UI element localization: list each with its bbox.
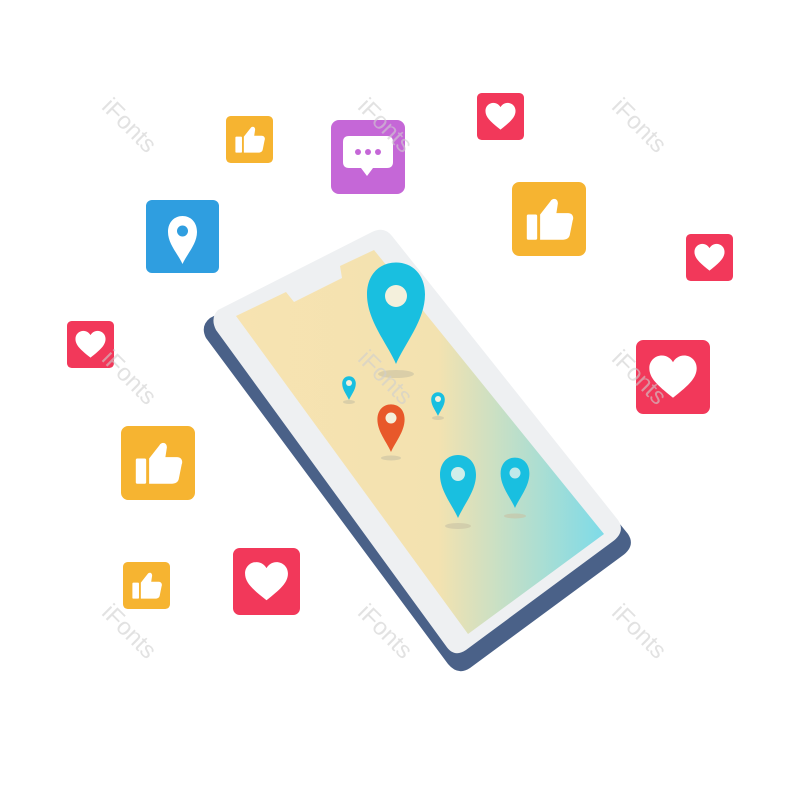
map-pin-orange: [377, 404, 405, 461]
thumbs-up-icon: [226, 116, 273, 163]
heart-icon: [686, 234, 733, 281]
heart-icon: [477, 93, 524, 140]
heart-icon: [67, 321, 114, 368]
thumbs-up-icon: [121, 426, 195, 500]
thumbs-up-icon: [512, 182, 586, 256]
map-pin-small: [431, 392, 445, 420]
chat-bubble-icon: [331, 120, 405, 194]
map-pin-small: [342, 376, 356, 404]
heart-icon: [233, 548, 300, 615]
phone-screen: [236, 250, 604, 634]
thumbs-up-icon: [123, 562, 170, 609]
map-pin-medium: [440, 455, 476, 529]
map-pin-medium: [500, 457, 530, 519]
map-pin-icon: [146, 200, 219, 273]
heart-icon: [636, 340, 710, 414]
map-pin-large: [367, 262, 425, 378]
smartphone: [203, 229, 631, 672]
